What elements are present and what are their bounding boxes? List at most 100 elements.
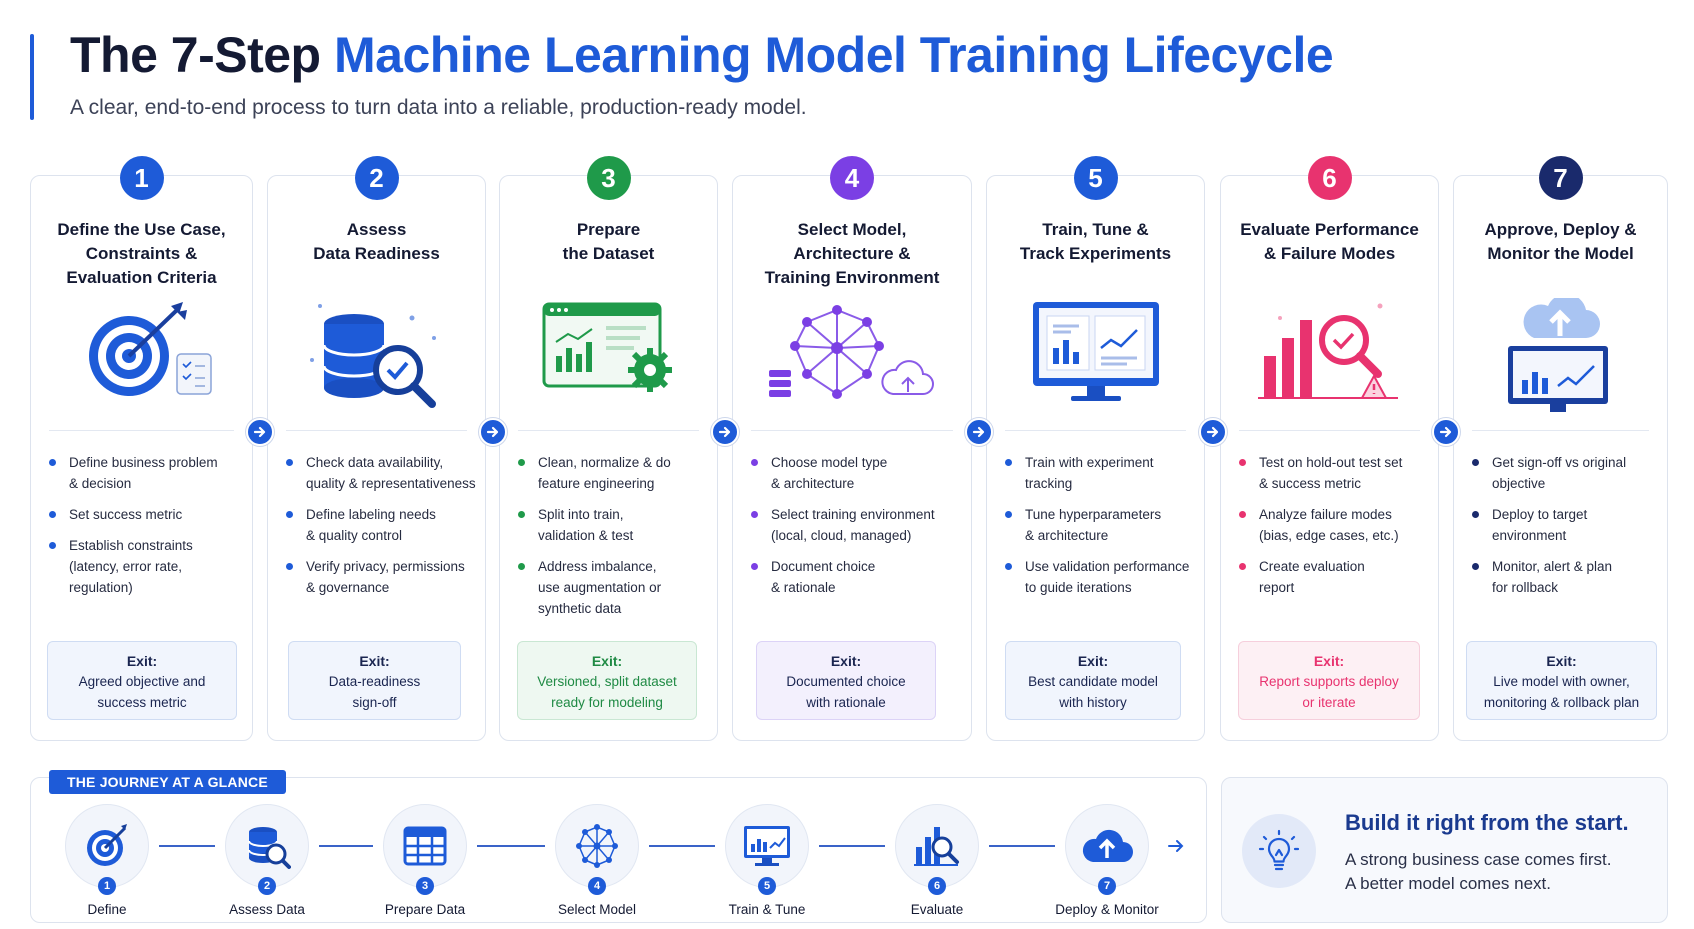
step-number-badge: 4 [830,156,874,200]
bullet-text: tracking [1025,476,1073,491]
bullet-item: Check data availability,quality & repres… [286,452,479,494]
divider [1239,430,1420,431]
callout-line-1: A strong business case comes first. [1345,850,1612,869]
bullet-item: Select training environment(local, cloud… [751,504,965,546]
bullet-text: (latency, error rate, [69,559,183,574]
journey-connector [159,845,215,847]
step-number-badge: 6 [1307,156,1352,200]
bullet-text: Choose model type [771,455,888,470]
step-title-line: Architecture & [793,244,911,263]
bullet-text: to guide iterations [1025,580,1132,595]
exit-text: success metric [97,695,187,710]
cloud-upload-monitor-icon [1454,298,1667,414]
step-number-badge: 3 [586,156,631,200]
bullet-dot [1472,459,1479,466]
neural-network-icon [733,298,971,414]
exit-label: Exit: [359,653,390,669]
bullet-text: Split into train, [538,507,624,522]
journey-step-label: Prepare Data [384,902,466,917]
step-title-line: Approve, Deploy & [1484,220,1637,239]
step-title-line: Monitor the Model [1487,244,1634,263]
journey-connector [319,845,373,847]
exit-text: ready for modeling [551,695,663,710]
bullet-text: report [1259,580,1295,595]
bullet-item: Tune hyperparameters& architecture [1005,504,1198,546]
step-title-line: Data Readiness [313,244,440,263]
bullet-dot [286,459,293,466]
bullet-item: Define labeling needs& quality control [286,504,479,546]
step-bullet-list: Check data availability,quality & repres… [286,452,479,608]
journey-step-number: 6 [928,877,946,895]
exit-text: Agreed objective and [78,674,206,689]
exit-label: Exit: [830,653,862,669]
step-title: Train, Tune &Track Experiments [993,218,1198,266]
bullet-text: Create evaluation [1259,559,1365,574]
step-title-line: & Failure Modes [1263,244,1396,263]
page-title: The 7-Step Machine Learning Model Traini… [70,26,1334,84]
database-search-icon [268,298,485,414]
step-title: Evaluate Performance& Failure Modes [1227,218,1432,266]
step-title-line: Evaluation Criteria [66,268,217,287]
step-number-badge: 1 [119,156,164,200]
bullet-text: Select training environment [771,507,935,522]
bullet-dot [1005,511,1012,518]
title-plain: The 7-Step [70,27,321,83]
step-title-line: Train, Tune & [1042,220,1149,239]
bullet-item: Split into train,validation & test [518,504,711,546]
bullet-item: Test on hold-out test set& success metri… [1239,452,1432,494]
bullet-text: Clean, normalize & do [538,455,671,470]
bullet-text: environment [1492,528,1567,543]
step-title-line: Constraints & [85,244,198,263]
bullet-text: synthetic data [538,601,622,616]
monitor-charts-icon [987,298,1204,414]
exit-text: or iterate [1302,695,1356,710]
divider [1005,430,1186,431]
divider [751,430,953,431]
bullet-text: Tune hyperparameters [1025,507,1162,522]
bullet-dot [1239,563,1246,570]
journey-step-label: Select Model [557,902,637,917]
divider [286,430,467,431]
step-number-badge: 5 [1073,156,1118,200]
bullet-text: (bias, edge cases, etc.) [1259,528,1399,543]
step-title-line: the Dataset [562,244,655,263]
step-title-line: Select Model, [797,220,907,239]
exit-text: Data-readiness [328,674,421,689]
step-number-badge: 7 [1538,156,1583,200]
bullet-text: for rollback [1492,580,1559,595]
bullet-text: & rationale [771,580,836,595]
step-number-badge: 2 [354,156,399,200]
bullet-text: Establish constraints [69,538,193,553]
journey-connector [649,845,715,847]
bullet-text: Define business problem [69,455,218,470]
journey-connector [819,845,885,847]
flow-arrow-icon [711,418,739,446]
bullet-dot [1239,459,1246,466]
bullet-dot [518,563,525,570]
callout-panel: Build it right from the start. A strong … [1221,777,1668,923]
step-title: Define the Use Case, Constraints & Evaluat… [37,218,246,290]
step-title-line: Define the Use Case, [57,220,226,239]
journey-end-arrow-icon [1167,838,1185,859]
bullet-text: Address imbalance, [538,559,657,574]
bullet-item: Analyze failure modes(bias, edge cases, … [1239,504,1432,546]
divider [49,430,234,431]
bullet-text: & decision [69,476,132,491]
bullet-text: quality & representativeness [306,476,476,491]
